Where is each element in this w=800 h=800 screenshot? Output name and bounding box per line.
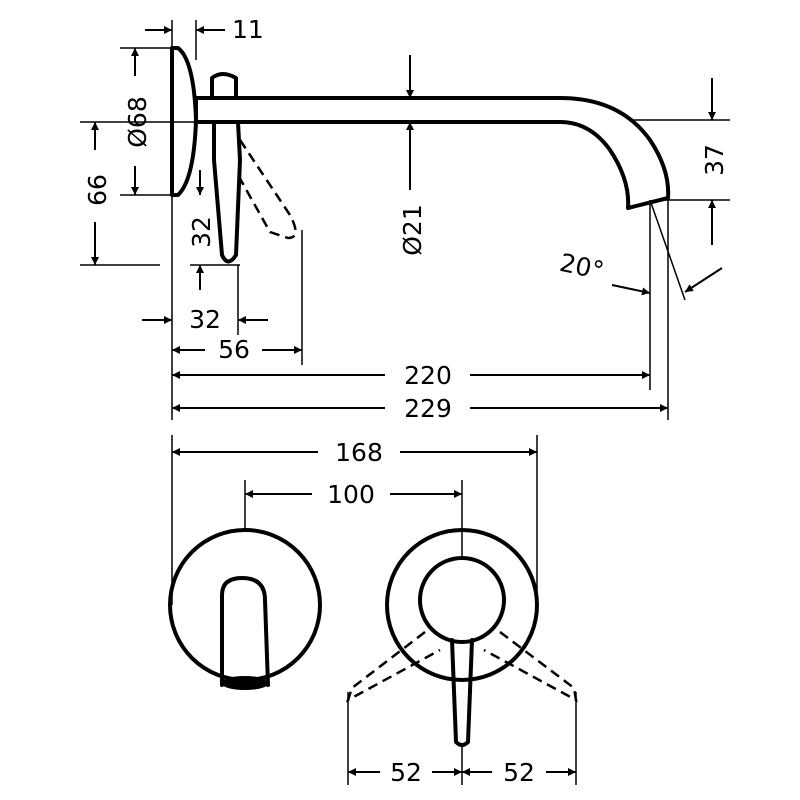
lever-dashed-right <box>483 631 578 703</box>
mixer-knob <box>418 556 506 644</box>
spout-outlet <box>221 676 269 690</box>
angle-label: 20° <box>557 248 606 286</box>
dim-66-label: 66 <box>83 174 112 206</box>
dim-32v-label: 32 <box>187 216 216 248</box>
dim-68-label: Ø68 <box>123 96 152 148</box>
dim-52l-label: 52 <box>390 758 422 787</box>
dim-100-label: 100 <box>327 480 375 509</box>
side-view: 11 Ø68 66 32 Ø21 37 20° 32 56 <box>80 15 730 423</box>
spout-front <box>220 576 270 687</box>
dim-52r-label: 52 <box>503 758 535 787</box>
lever-dashed-left <box>345 631 441 703</box>
dim-21-label: Ø21 <box>398 204 427 256</box>
dim-220-label: 220 <box>404 361 452 390</box>
angle-arrow-left <box>611 284 651 296</box>
dim-56-label: 56 <box>218 335 250 364</box>
dim-37-label: 37 <box>700 144 729 176</box>
ext-angle <box>649 199 686 301</box>
angle-arrow-right <box>684 267 723 293</box>
mixer-lever <box>450 638 474 747</box>
handle-side <box>210 72 242 264</box>
spout-rosette-front <box>168 528 322 682</box>
front-view: 168 100 52 52 <box>168 435 578 787</box>
dim-229-label: 229 <box>404 394 452 423</box>
dim-168-label: 168 <box>335 438 383 467</box>
spout-outline <box>194 96 671 210</box>
dim-32h-label: 32 <box>189 305 221 334</box>
handle-side-dashed <box>236 139 297 240</box>
dim-11-label: 11 <box>232 15 264 44</box>
